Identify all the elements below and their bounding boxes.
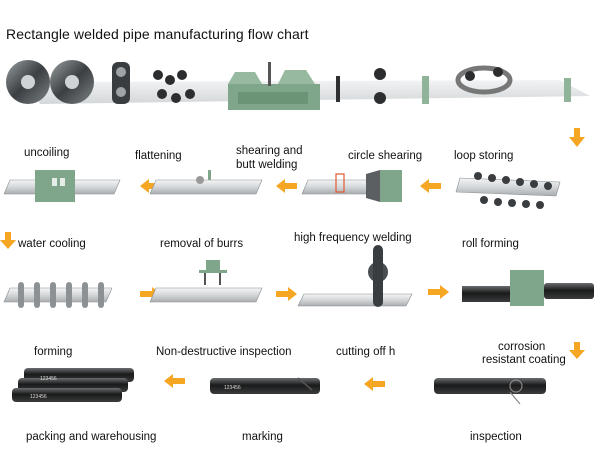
loop-rollers <box>374 68 386 104</box>
step-high-frequency-welding <box>297 245 413 307</box>
arrow-down-2 <box>0 232 16 249</box>
looper <box>455 65 513 95</box>
arrow-right-2 <box>276 287 297 301</box>
label-flattening: flattening <box>135 150 182 162</box>
arrow-left-2 <box>276 179 297 193</box>
step-loop-storing <box>455 172 561 209</box>
label-water-cooling: water cooling <box>18 238 86 250</box>
label-roll-forming: roll forming <box>462 238 519 250</box>
step-shearing-butt-welding <box>301 170 402 202</box>
label-shearing-1: shearing and <box>236 145 303 157</box>
arrow-left-5 <box>364 377 385 391</box>
label-circle-shearing: circle shearing <box>348 150 423 162</box>
step-inspection <box>434 378 546 405</box>
step-roll-forming <box>462 270 594 306</box>
label-forming: forming <box>34 346 73 358</box>
label-shearing-2: butt welding <box>236 159 298 171</box>
label-loop-storing: loop storing <box>454 150 514 162</box>
arrow-left-4 <box>164 374 185 388</box>
coil-2-core <box>65 75 79 89</box>
step-uncoiling <box>3 170 121 202</box>
step-marking: 123456 <box>210 377 320 394</box>
arrow-left-1 <box>140 179 161 193</box>
label-cutting-off: cutting off h <box>336 346 396 358</box>
stand-1 <box>422 76 429 104</box>
diagram-title: Rectangle welded pipe manufacturing flow… <box>6 26 309 42</box>
label-inspection: inspection <box>470 431 522 443</box>
step-removal-of-burrs <box>149 260 263 303</box>
label-packing: packing and warehousing <box>26 431 157 443</box>
coil-1-core <box>21 75 35 89</box>
roller-cluster <box>153 70 195 103</box>
welding-machine <box>228 62 320 110</box>
production-line-overview <box>6 60 590 110</box>
step-flattening <box>149 170 263 195</box>
cutter-post <box>336 76 340 102</box>
arrow-left-3 <box>420 179 441 193</box>
step-packing: 123456 123456 <box>12 368 134 402</box>
label-corrosion-1: corrosion <box>498 341 546 353</box>
pipe-print-2: 123456 <box>30 394 47 400</box>
step-water-cooling <box>3 282 113 308</box>
stand-2 <box>564 78 571 102</box>
label-uncoiling: uncoiling <box>24 147 70 159</box>
pipe-print-1: 123456 <box>40 376 57 382</box>
label-ndt: Non-destructive inspection <box>156 346 292 358</box>
label-marking: marking <box>242 431 283 443</box>
arrow-right-3 <box>428 285 449 299</box>
arrow-down-1 <box>569 128 585 147</box>
pipe-print-3: 123456 <box>224 385 241 391</box>
label-corrosion-2: resistant coating <box>482 354 566 366</box>
arrow-down-3 <box>569 342 585 359</box>
flattening-rollers <box>112 62 130 104</box>
label-hf-welding: high frequency welding <box>294 232 412 244</box>
label-removal-of-burrs: removal of burrs <box>160 238 244 250</box>
